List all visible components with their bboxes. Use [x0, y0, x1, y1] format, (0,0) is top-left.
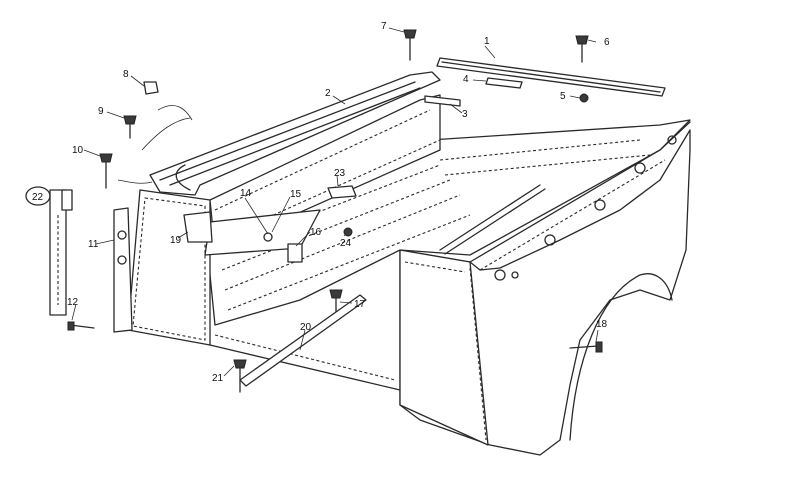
callout-2: 2: [325, 88, 331, 99]
callout-14: 14: [240, 188, 252, 199]
callout-5: 5: [560, 91, 566, 102]
part-4-bar: [485, 77, 523, 89]
part-22-stake: [49, 189, 73, 316]
callout-12: 12: [67, 297, 79, 308]
callout-10: 10: [72, 145, 84, 156]
part-20-floor-strip: [239, 294, 367, 387]
part-21-bolt: [233, 359, 247, 393]
part-8-nut: [143, 81, 159, 95]
callout-19: 19: [170, 235, 182, 246]
callout-11: 11: [88, 239, 99, 250]
right-rear-end-panel: [399, 249, 489, 446]
callout-22: 22: [32, 192, 44, 203]
callout-17: 17: [354, 299, 366, 310]
part-19-corner-bracket: [183, 211, 213, 243]
leader-lines: [71, 27, 599, 377]
callout-6: 6: [604, 37, 610, 48]
part-3-bracket: [424, 95, 461, 107]
callout-24: 24: [340, 238, 352, 249]
callout-8: 8: [123, 69, 129, 80]
callout-16: 16: [310, 227, 322, 238]
wheel-arch: [569, 273, 673, 441]
part-10-bolt: [99, 153, 113, 189]
part-9-bolt: [123, 115, 137, 139]
part-23-clip: [327, 185, 357, 199]
callout-1: 1: [484, 36, 490, 47]
part-2-side-rail: [149, 71, 441, 196]
bed-floor: [204, 119, 691, 326]
callout-20: 20: [300, 322, 312, 333]
floor-skid-strip: [439, 184, 541, 251]
part-1-top-rail-strip: [436, 57, 666, 97]
callout-15: 15: [290, 189, 302, 200]
callout-9: 9: [98, 106, 104, 117]
callout-23: 23: [334, 168, 346, 179]
callout-4: 4: [463, 74, 469, 85]
part-5-nut: [579, 93, 589, 103]
part-18-bolt: [569, 341, 603, 353]
truck-bed-body: [127, 94, 691, 456]
part-7-bolt: [403, 29, 417, 61]
callout-3: 3: [462, 109, 468, 120]
callout-22-circle: [25, 186, 51, 206]
part-6-bolt: [575, 35, 589, 63]
callout-labels: 1 2 3 4 5 6 7 8 9 10 11 12 14 15 16 17 1…: [25, 21, 610, 384]
callout-7: 7: [381, 21, 387, 32]
part-11-stake-bracket: [113, 207, 133, 333]
callout-21: 21: [212, 373, 224, 384]
part-12-pin: [67, 321, 95, 331]
callout-18: 18: [596, 319, 608, 330]
part-16-hinge: [287, 243, 303, 263]
